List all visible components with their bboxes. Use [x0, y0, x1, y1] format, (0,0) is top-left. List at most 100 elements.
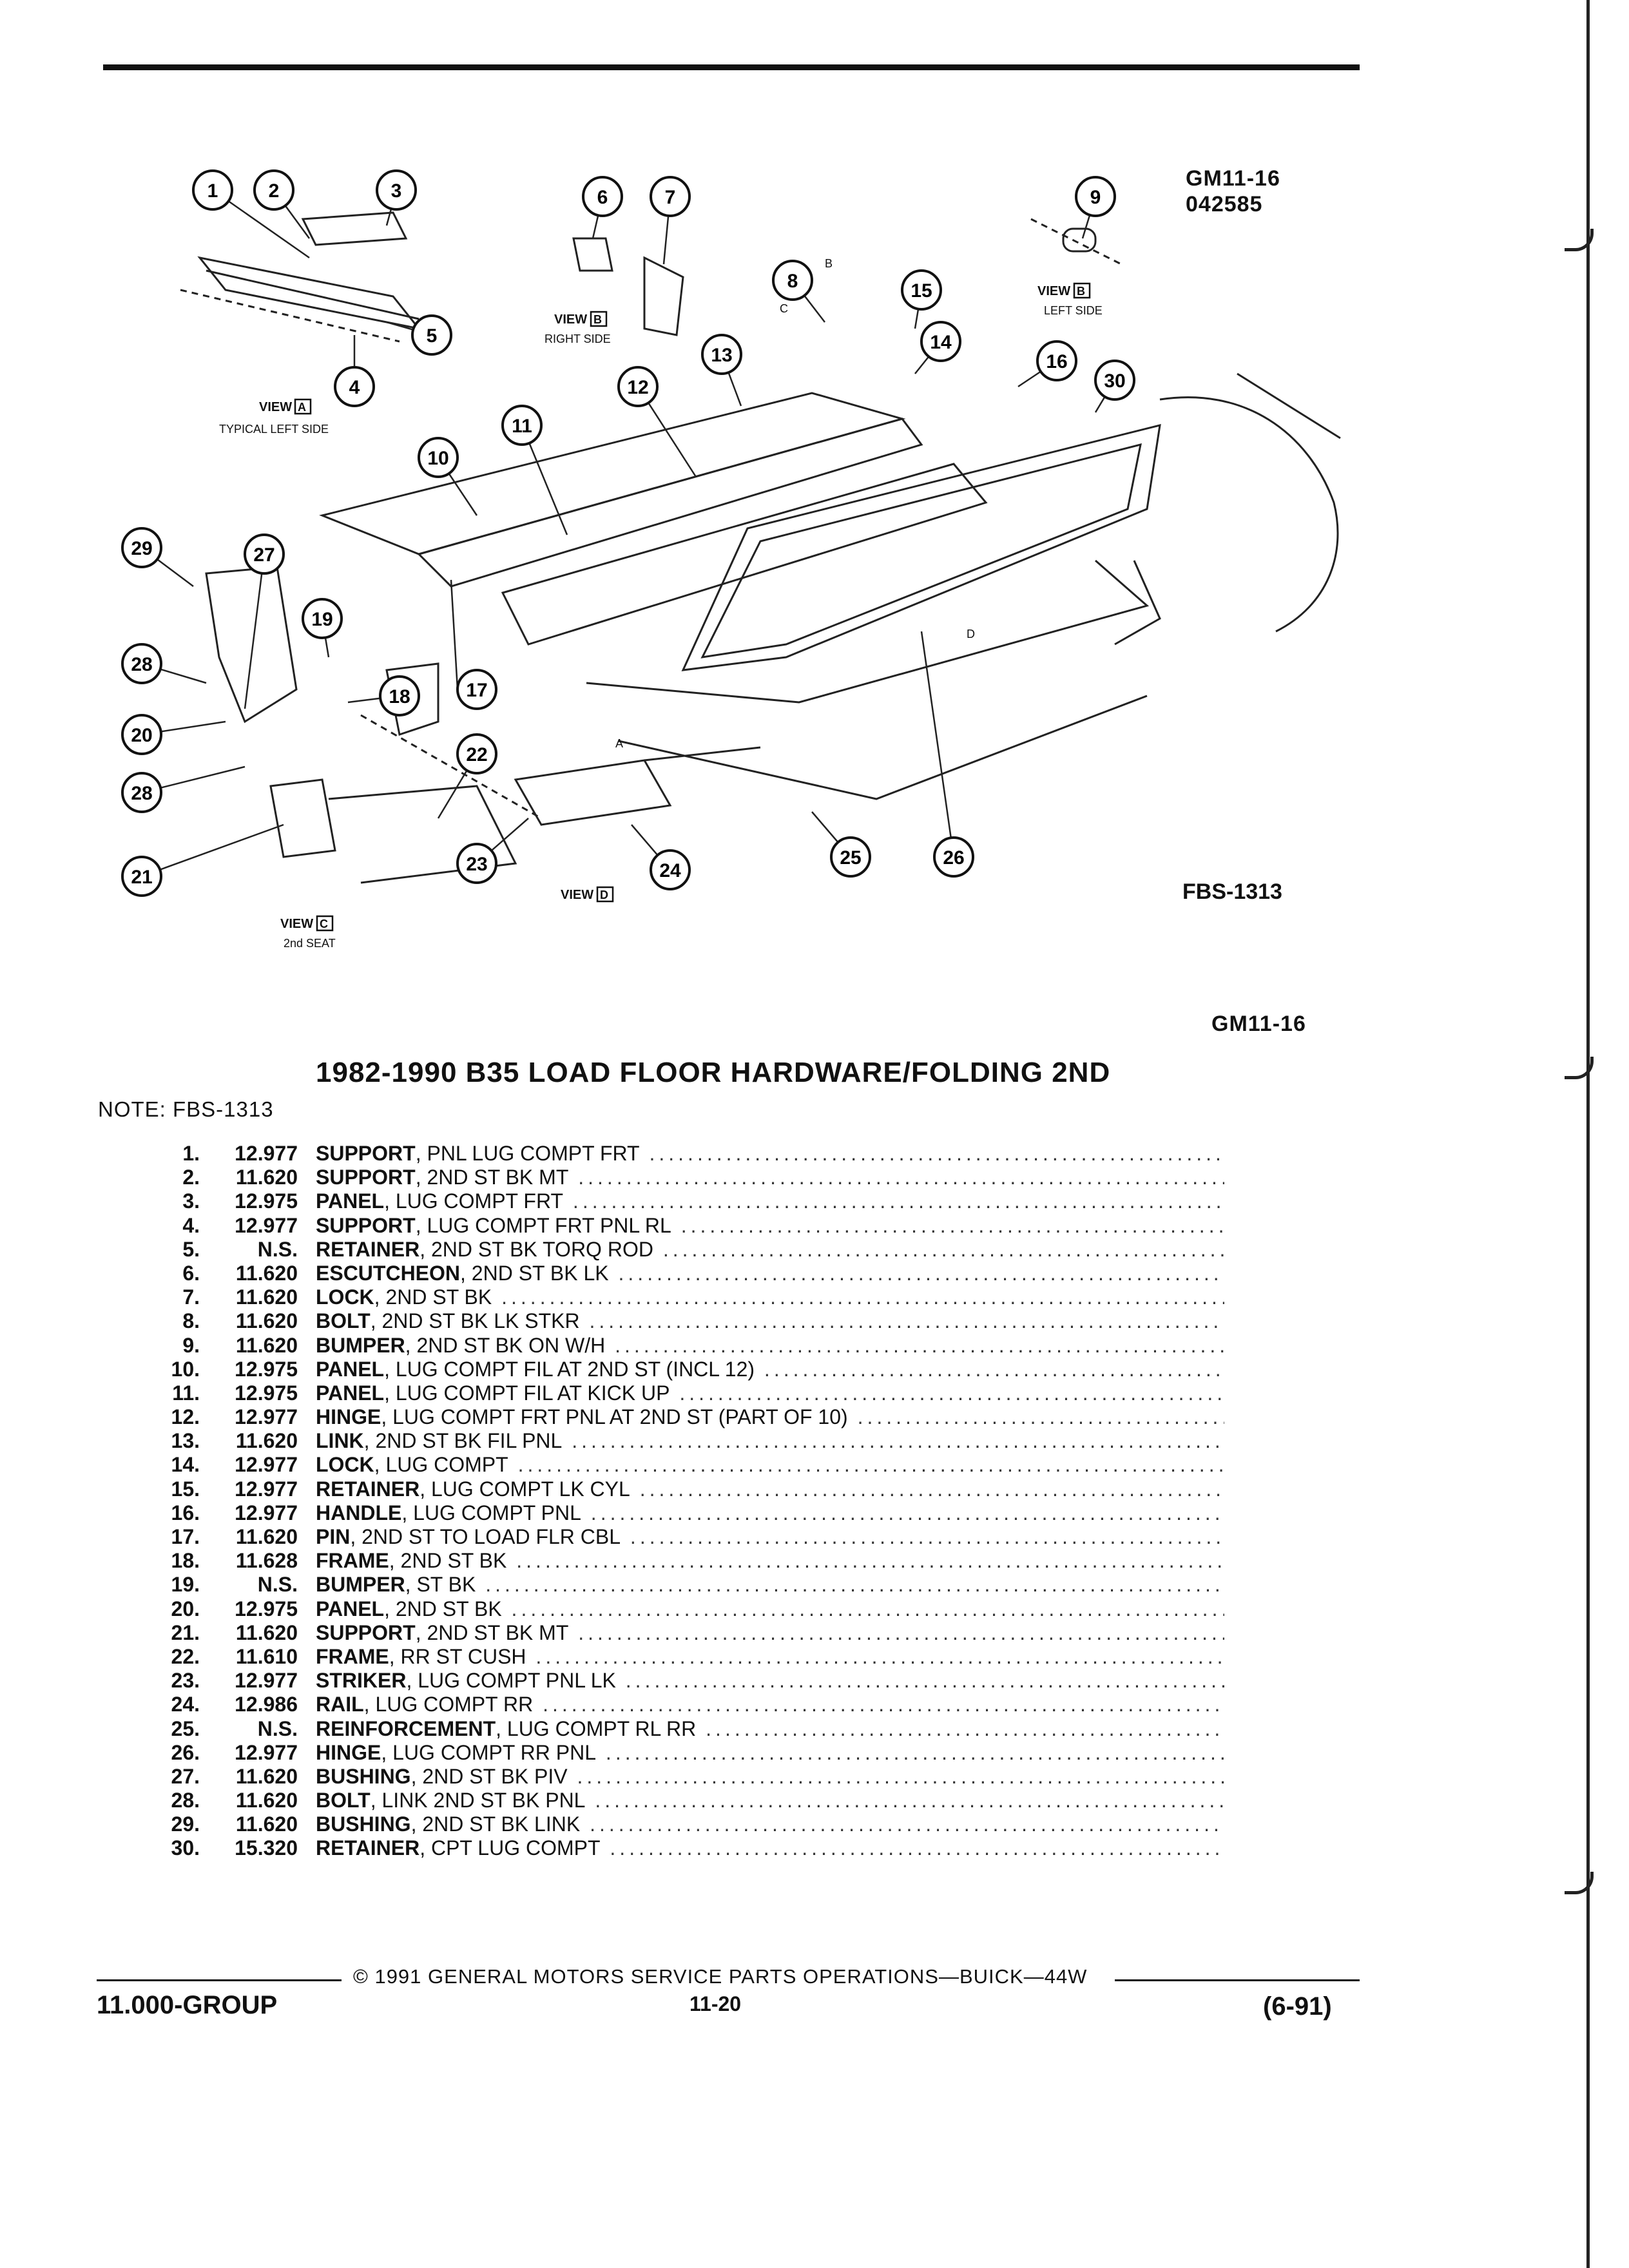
callout-number: 30: [1104, 370, 1125, 392]
part-detail: , 2ND ST BK ON W/H: [405, 1333, 606, 1357]
part-number: 30.: [171, 1836, 200, 1860]
part-description: BUMPER, ST BK ..........................…: [316, 1573, 1224, 1597]
section-note: NOTE: FBS-1313: [98, 1097, 274, 1121]
callout-number: 2: [269, 180, 280, 202]
part-name: HANDLE: [316, 1501, 402, 1524]
callout-number: 18: [389, 686, 410, 707]
callout-number: 19: [311, 609, 333, 630]
part-number: 15.: [171, 1477, 200, 1501]
part-description: BOLT, 2ND ST BK LK STKR ................…: [316, 1309, 1224, 1333]
part-group-code: 11.620: [235, 1309, 298, 1333]
fbs-label: FBS-1313: [1182, 879, 1282, 904]
part-name: FRAME: [316, 1644, 389, 1668]
leader-dots: ........................................…: [625, 1669, 1224, 1693]
part-description: HINGE, LUG COMPT RR PNL ................…: [316, 1741, 1224, 1765]
part-group-code: 12.977: [235, 1453, 298, 1477]
callout-circle: [121, 714, 162, 755]
callout-circle: [244, 533, 285, 575]
part-detail: , 2ND ST BK PIV: [410, 1764, 568, 1788]
view-a-letter: A: [298, 401, 306, 414]
callout-number: 27: [253, 544, 275, 566]
part-name: LOCK: [316, 1453, 374, 1477]
part-description: LOCK, 2ND ST BK ........................…: [316, 1285, 1224, 1309]
part-detail: , LUG COMPT FIL AT KICK UP: [384, 1381, 670, 1405]
part-group-code: N.S.: [257, 1716, 298, 1740]
part-number: 12.: [171, 1405, 200, 1429]
figure-ref: GM11-16: [1186, 166, 1280, 191]
view-c-box: [316, 915, 334, 932]
part-description: HINGE, LUG COMPT FRT PNL AT 2ND ST (PART…: [316, 1405, 1224, 1429]
part-group-code: 11.620: [235, 1620, 298, 1644]
callout-number: 4: [349, 377, 360, 398]
part-description: RAIL, LUG COMPT RR .....................…: [316, 1693, 1224, 1716]
callout-circle: [456, 733, 497, 774]
part-row: 5.N.S.RETAINER, 2ND ST BK TORQ ROD .....…: [129, 1238, 1224, 1262]
callout-number: 5: [427, 325, 438, 347]
part-detail: , 2ND ST BK: [384, 1597, 502, 1620]
view-b-left-letter: B: [1077, 285, 1085, 298]
part-number: 26.: [171, 1740, 200, 1764]
view-d-letter: D: [600, 889, 608, 901]
part-group-code: 12.977: [235, 1405, 298, 1429]
part-description: LINK, 2ND ST BK FIL PNL ................…: [316, 1429, 1224, 1453]
leader-dots: ........................................…: [578, 1166, 1224, 1189]
part-number: 20.: [171, 1597, 200, 1620]
part-name: LINK: [316, 1429, 364, 1453]
leader-dots: ........................................…: [485, 1573, 1224, 1597]
part-name: HINGE: [316, 1405, 381, 1429]
callout-circle: [379, 675, 420, 716]
part-number: 10.: [171, 1357, 200, 1381]
leader-dots: ........................................…: [610, 1836, 1224, 1860]
part-group-code: 12.975: [235, 1357, 298, 1381]
part-number: 17.: [171, 1525, 200, 1548]
part-description: LOCK, LUG COMPT ........................…: [316, 1453, 1224, 1477]
section-title: 1982-1990 B35 LOAD FLOOR HARDWARE/FOLDIN…: [316, 1057, 1111, 1088]
part-group-code: 12.975: [235, 1189, 298, 1213]
figure-code: 042585: [1186, 192, 1263, 216]
callout-number: 17: [466, 680, 487, 701]
part-group-code: 12.986: [235, 1693, 298, 1716]
part-detail: , 2ND ST BK: [374, 1285, 492, 1309]
callout-number: 28: [131, 783, 152, 804]
view-a-caption: TYPICAL LEFT SIDE: [219, 423, 329, 436]
part-name: BUSHING: [316, 1764, 411, 1788]
view-b-left-box: [1073, 282, 1091, 299]
part-name: HINGE: [316, 1740, 381, 1764]
callout-circle: [1075, 176, 1116, 217]
binding-mark: [1565, 1872, 1594, 1894]
part-name: SUPPORT: [316, 1213, 416, 1237]
view-b-right-letter: B: [593, 313, 602, 326]
part-description: SUPPORT, 2ND ST BK MT ..................…: [316, 1166, 1224, 1189]
callout-circle: [192, 169, 233, 211]
callout-number: 9: [1090, 187, 1101, 208]
callout-number: 13: [711, 345, 732, 366]
binding-edge-line: [1586, 0, 1590, 2268]
callout-number: 3: [391, 180, 402, 202]
part-group-code: 11.620: [235, 1285, 298, 1309]
leader-dots: ........................................…: [649, 1142, 1224, 1165]
part-detail: , CPT LUG COMPT: [419, 1836, 601, 1860]
part-detail: , LUG COMPT RR PNL: [381, 1740, 597, 1764]
leader-dots: ........................................…: [578, 1620, 1224, 1644]
part-description: ESCUTCHEON, 2ND ST BK LK ...............…: [316, 1262, 1224, 1285]
callout-circle: [933, 836, 974, 878]
leader-dots: ........................................…: [764, 1357, 1224, 1381]
part-name: PANEL: [316, 1381, 385, 1405]
part-detail: , PNL LUG COMPT FRT: [415, 1142, 640, 1165]
part-group-code: 12.977: [235, 1669, 298, 1693]
leader-dots: ........................................…: [680, 1213, 1224, 1237]
part-detail: , 2ND ST BK TORQ ROD: [419, 1237, 653, 1261]
view-d-marker: D: [967, 628, 975, 640]
part-description: HANDLE, LUG COMPT PNL ..................…: [316, 1501, 1224, 1525]
part-number: 2.: [182, 1166, 200, 1189]
